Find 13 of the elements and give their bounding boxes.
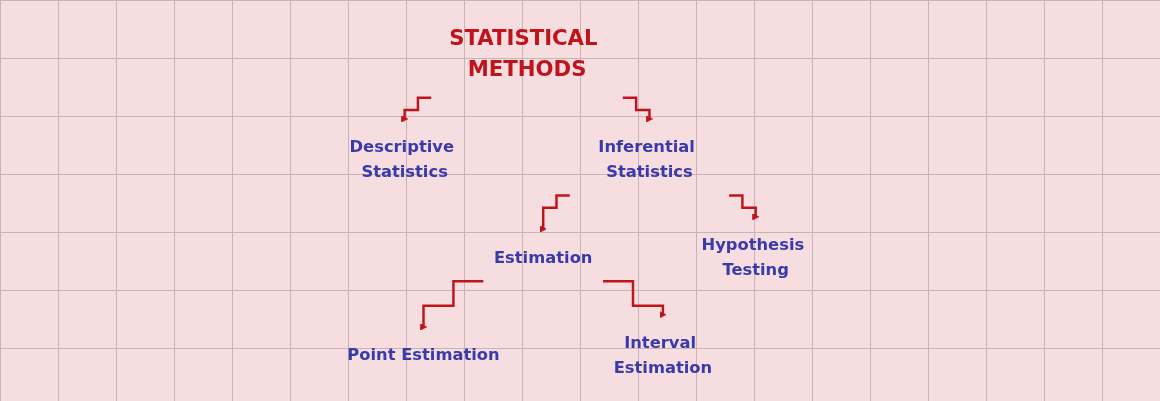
- arrow: [602, 280, 667, 319]
- arrow: [539, 194, 570, 233]
- node-text: Estimation: [493, 247, 593, 267]
- arrow: [419, 280, 484, 331]
- node-text: Hypothesis Testing: [701, 234, 805, 279]
- node-text: Inferential Statistics: [598, 136, 695, 181]
- arrow: [728, 194, 760, 221]
- node-text: Interval Estimation: [613, 332, 713, 377]
- node-text: Point Estimation: [347, 344, 500, 365]
- arrow: [622, 96, 653, 123]
- arrow: [400, 96, 432, 123]
- node-text: Descriptive Statistics: [349, 136, 454, 181]
- node-text: STATISTICAL METHODS: [448, 25, 598, 82]
